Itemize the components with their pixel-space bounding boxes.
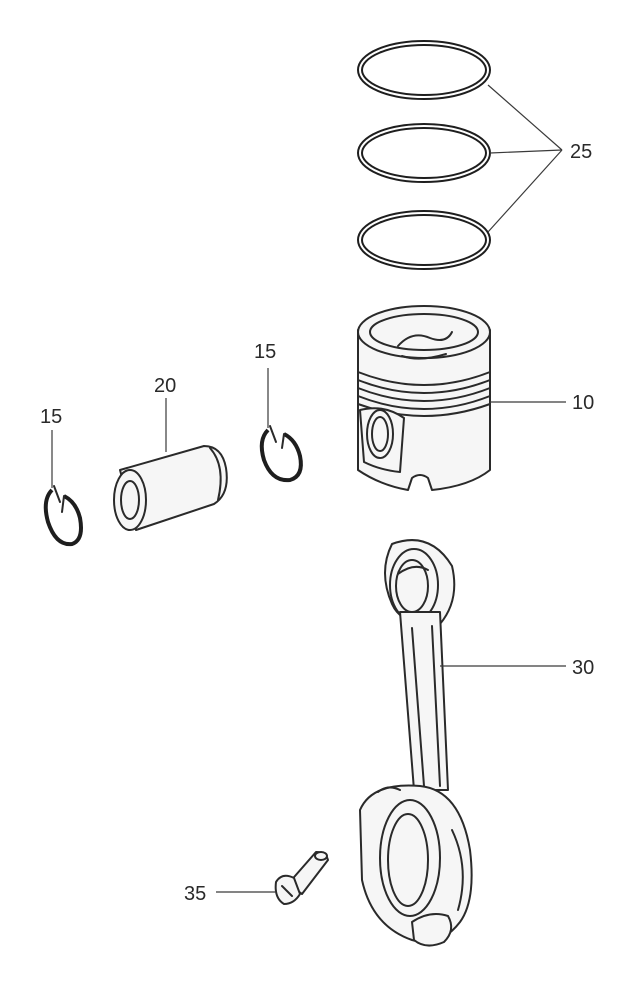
leader-lines-rings — [487, 84, 563, 233]
connecting-rod — [359, 539, 473, 947]
callout-piston-rings: 25 — [570, 141, 592, 163]
pin-clip-right — [259, 425, 303, 483]
callout-pin-clip-right: 15 — [254, 341, 276, 363]
callout-piston-pin: 20 — [154, 375, 176, 397]
rod-bolt — [274, 851, 329, 905]
callout-rod-bolt: 35 — [184, 883, 206, 905]
piston-ring-bottom — [357, 210, 491, 270]
piston — [357, 305, 491, 491]
piston-ring-middle — [357, 123, 491, 183]
piston-ring-top — [357, 40, 491, 100]
callout-connecting-rod: 30 — [572, 657, 594, 679]
pin-clip-left — [43, 485, 83, 547]
piston-pin — [113, 445, 228, 531]
callout-piston: 10 — [572, 392, 594, 414]
callout-pin-clip-left: 15 — [40, 406, 62, 428]
